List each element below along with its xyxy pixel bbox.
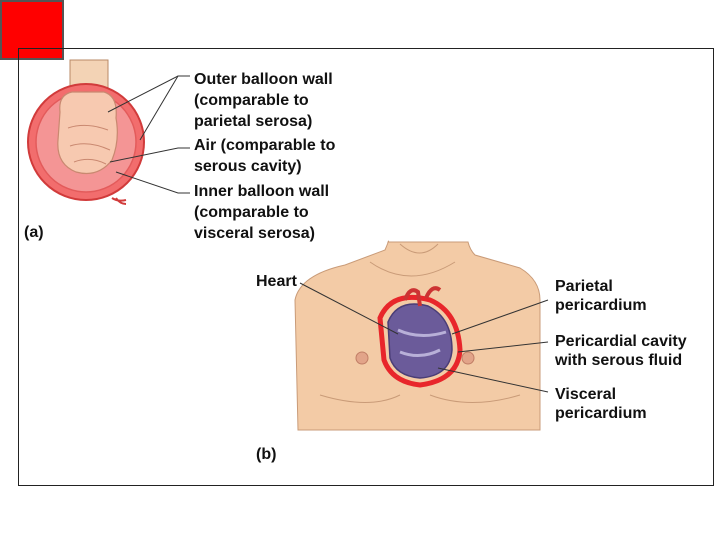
panel-a-leader-lines: [107, 75, 190, 194]
balloon-knot: [111, 197, 127, 205]
panel-letter-a: (a): [24, 224, 44, 241]
label-pericardial-cavity: Pericardial cavity with serous fluid: [555, 333, 687, 369]
label-heart: Heart: [256, 273, 297, 290]
figure-frame: [18, 48, 714, 486]
torso-illustration: [294, 240, 541, 431]
panel-letter-b: (b): [256, 446, 277, 463]
label-outer-balloon-wall: Outer balloon wall (comparable to pariet…: [194, 71, 333, 130]
panel-b-leader-lines: [299, 282, 549, 393]
label-parietal-pericardium: Parietal pericardium: [555, 278, 647, 314]
label-inner-balloon-wall: Inner balloon wall (comparable to viscer…: [194, 183, 330, 242]
label-visceral-pericardium: Visceral pericardium: [555, 386, 647, 422]
heart: [387, 303, 453, 379]
corner-red-square: [0, 0, 64, 60]
parietal-pericardium: [377, 294, 463, 388]
balloon-illustration: [27, 59, 145, 205]
label-air: Air (comparable to serous cavity): [194, 137, 336, 175]
fist: [57, 91, 118, 175]
